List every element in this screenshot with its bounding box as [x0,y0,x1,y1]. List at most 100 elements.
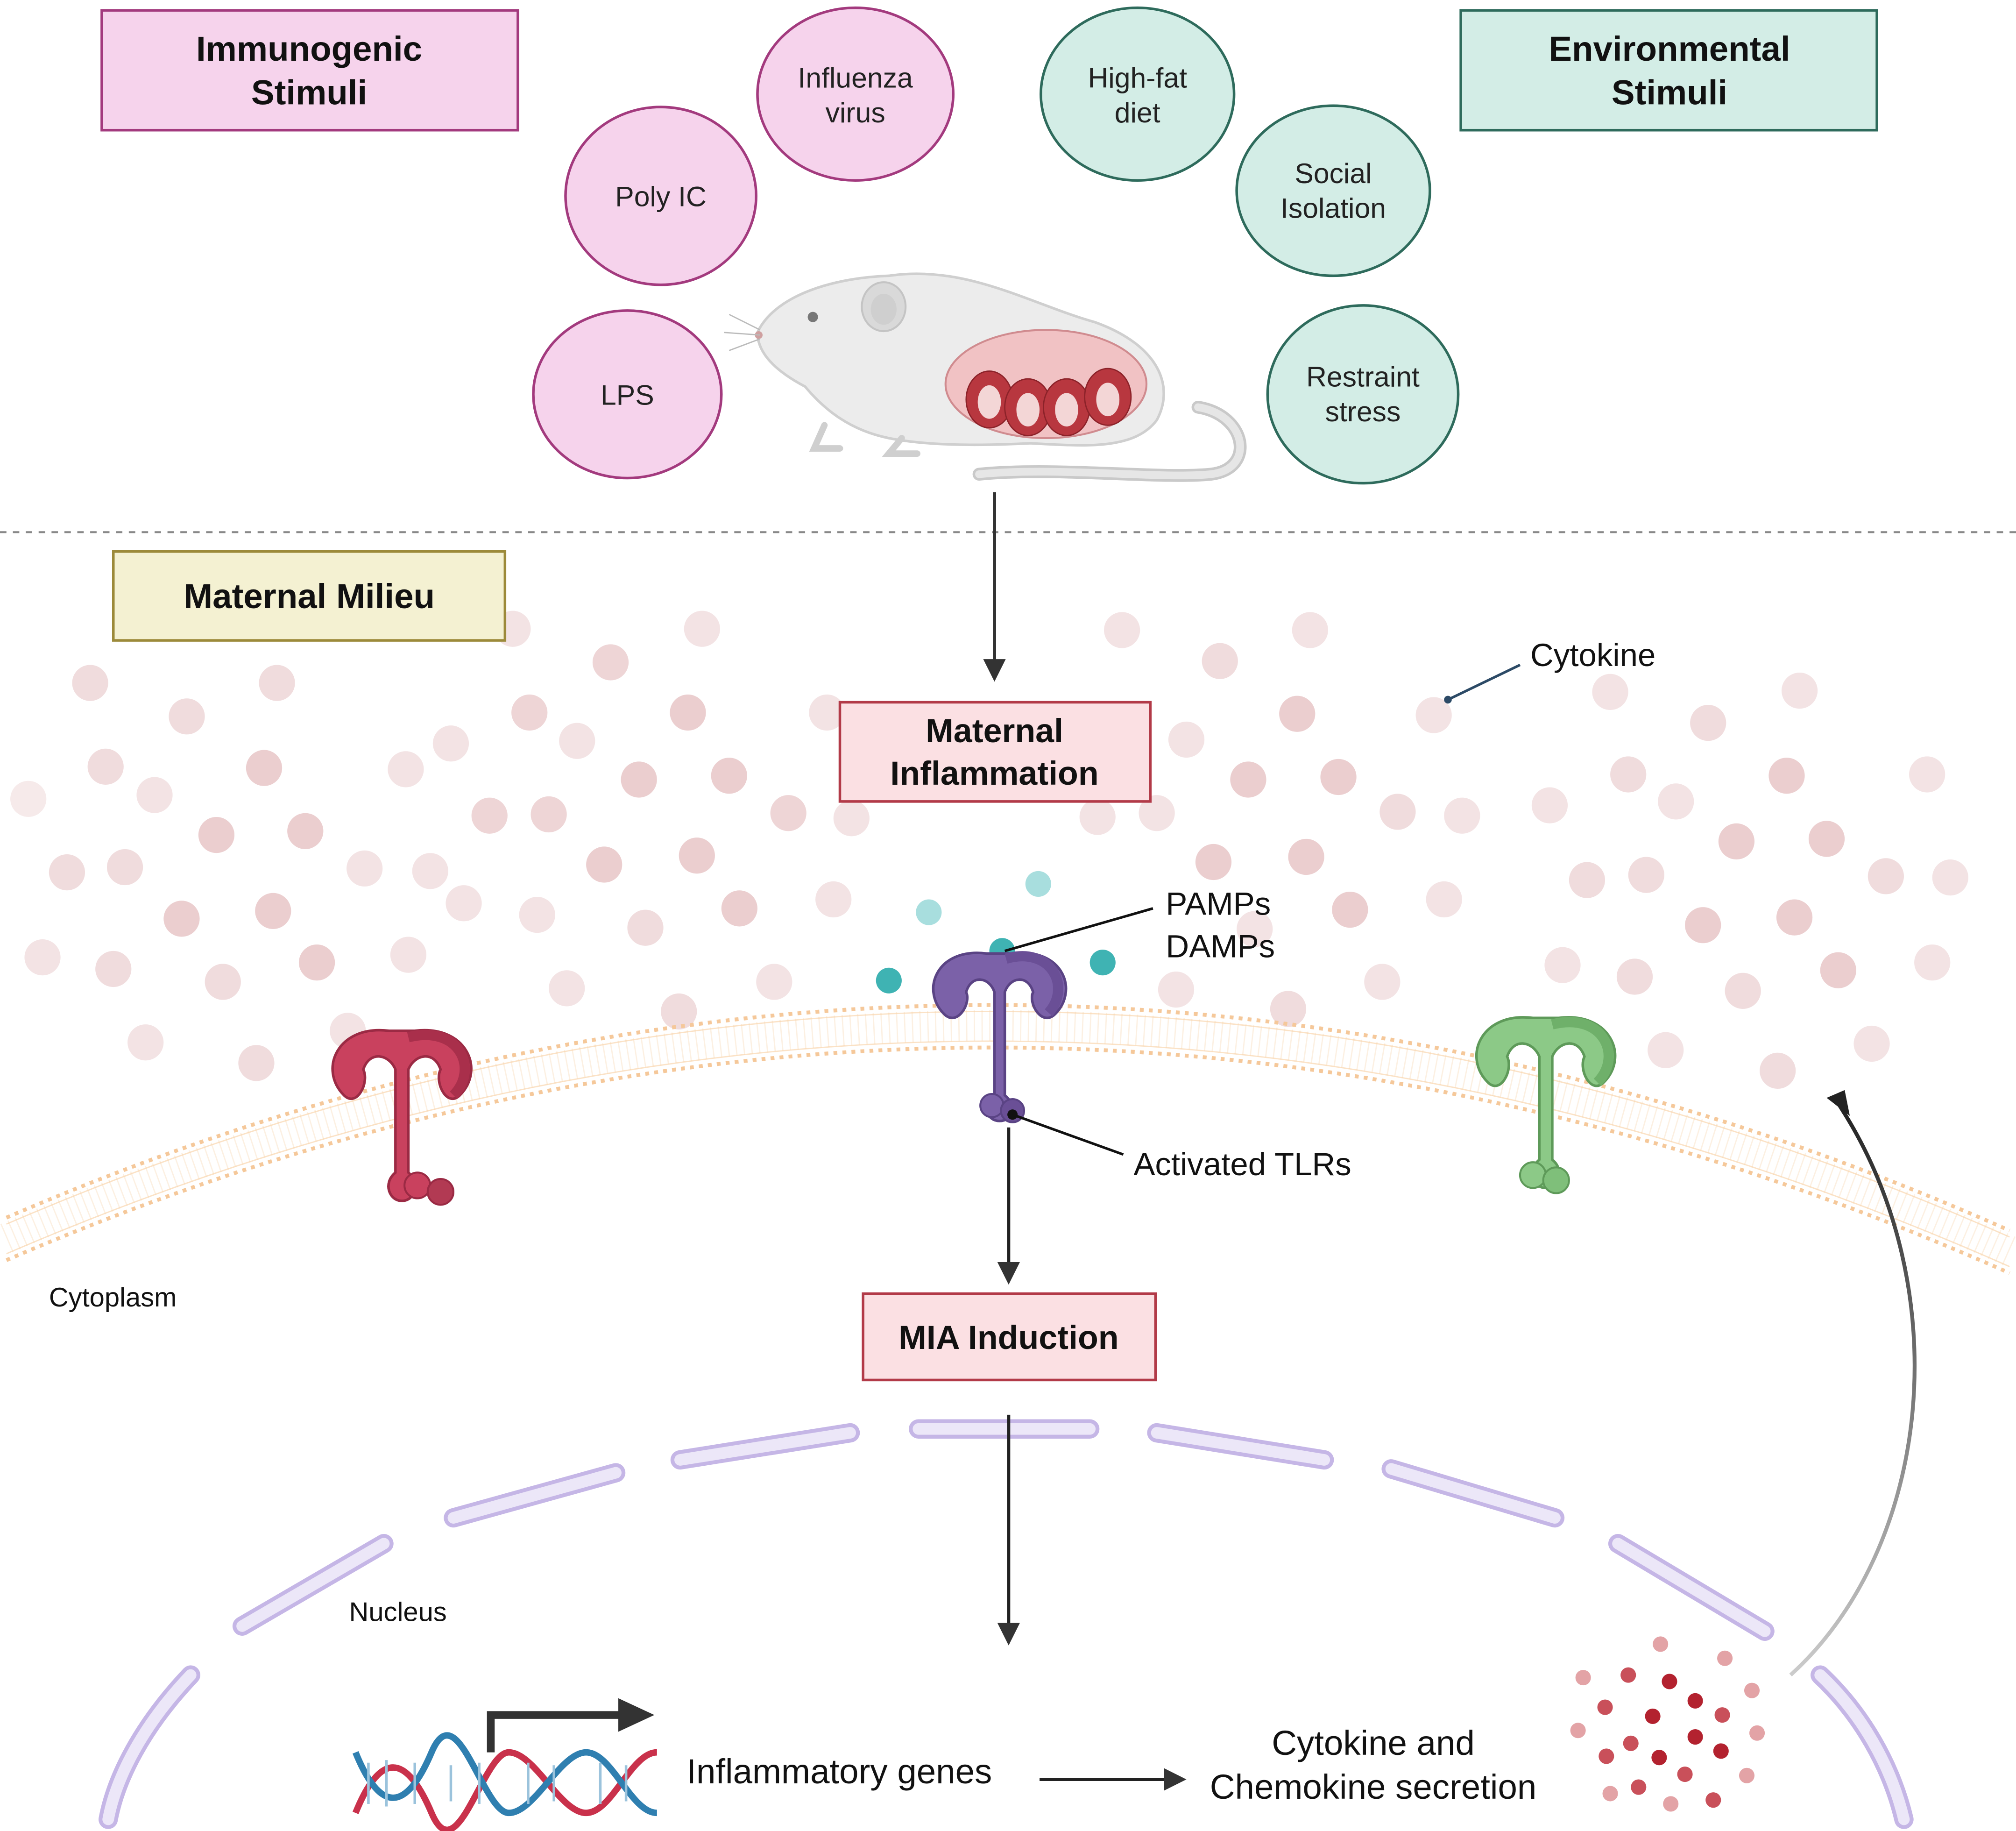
stimulus-restraint-line2: stress [1325,396,1401,427]
secreted-cytokine-particle [1705,1792,1721,1808]
cytokine-particle [1820,952,1856,988]
cytokine-particle [586,846,622,883]
cytokine-particle [238,1045,275,1081]
cytokine-particle [259,665,295,701]
cytokine-particle [1158,971,1195,1008]
cytokine-particle [1288,838,1324,875]
cytokine-particle [1531,787,1568,823]
cytokine-particle [388,751,424,788]
stimulus-high-fat-line1: High-fat [1088,62,1187,94]
cytokine-particle [1332,891,1368,928]
cytokine-particle [1768,758,1805,794]
secreted-cytokine-particle [1597,1699,1613,1715]
cytokine-particle [255,893,291,929]
secreted-cytokine-particle [1575,1670,1591,1686]
cytokine-particle [1168,721,1205,758]
cytokine-particle [1270,991,1307,1027]
cytokine-particle [1648,1032,1684,1068]
cytokine-particle [711,758,747,794]
cytokine-particle [756,964,792,1000]
cytokine-particle [10,781,47,817]
cell-membrane [0,1003,2016,1275]
secreted-cytokine-particle [1653,1636,1669,1652]
cytokine-particle [163,901,200,937]
cytokine-particle [661,993,697,1030]
cytokine-particle [679,837,715,874]
cytokine-particle [815,881,852,918]
secreted-cytokine-particle [1623,1735,1639,1751]
cytokine-particle [1867,858,1904,894]
cytokine-particle [531,796,567,833]
secreted-cytokine-particle [1717,1650,1733,1666]
cytokine-particle [1139,795,1175,831]
cytokine-particle [1616,958,1653,995]
cytokine-particle [136,777,173,813]
maternal-inflammation-line2: Inflammation [890,755,1098,792]
stimulus-lps: LPS [532,309,723,480]
cytokine-particle [49,854,85,891]
inflammatory-genes-label: Inflammatory genes [686,1752,992,1791]
damps-label: DAMPs [1166,929,1275,965]
secreted-cytokine-particle [1739,1767,1755,1783]
cytokine-particle [770,795,806,831]
activated-tlrs-label: Activated TLRs [1133,1146,1351,1182]
activated-tlrs-pointer [1012,1113,1124,1156]
cytokine-particle [1776,899,1813,936]
cytokine-particle [670,694,706,731]
pamps-label: PAMPs [1166,886,1271,922]
maternal-milieu-box: Maternal Milieu [112,550,507,642]
secreted-cytokine-particle [1662,1674,1677,1689]
cytokine-particle [684,610,720,647]
tlr-receptor-green [1475,1016,1617,1194]
pamps-pointer [1004,907,1153,952]
cytokine-particle [1909,756,1945,793]
secreted-cytokine-particle [1570,1723,1586,1739]
stimulus-social-line2: Isolation [1280,192,1386,224]
cytokine-particle [1426,881,1462,918]
cytokine-particle [1292,612,1328,648]
cytokine-particle [1914,944,1951,981]
stimulus-influenza-virus: Influenza virus [756,6,955,182]
cytokine-particle [809,694,845,731]
nuclear-envelope [99,1419,1914,1829]
cytokine-particle [246,750,283,786]
cytokine-particle [1379,794,1416,830]
cytokine-particle [169,698,205,735]
stimulus-influenza-line2: virus [826,97,885,128]
cytokine-particle [1079,799,1116,835]
secreted-cytokine-particle [1631,1779,1647,1795]
cytokine-particle [298,944,335,981]
cytokine-particle [627,909,664,946]
secreted-cytokine-particle [1599,1748,1614,1764]
cytokine-particle [592,644,629,681]
cytokine-particle [95,951,132,987]
secreted-cytokine-particle [1620,1667,1636,1683]
secreted-cytokine-particle [1677,1766,1693,1782]
pregnant-mouse-illustration [724,272,1247,482]
secretion-line2: Chemokine secretion [1210,1767,1537,1806]
secreted-cytokine-particle [1663,1796,1679,1812]
secreted-cytokines-cluster [1570,1636,1765,1812]
stimulus-influenza-line1: Influenza [798,62,913,94]
cytokine-particle [1237,911,1273,947]
cytokine-particle [1230,761,1266,798]
secreted-cytokine-particle [1651,1750,1667,1766]
cytokine-particle [72,665,108,701]
stimulus-social-isolation: Social Isolation [1235,104,1431,277]
cytokine-particle [833,800,870,837]
mia-induction-label: MIA Induction [898,1319,1118,1356]
cytokine-particle [1279,695,1316,732]
environmental-header-line1: Environmental [1549,29,1790,68]
transcription-start-arrow [487,1698,655,1753]
cytokine-callout: Cytokine [1444,637,1655,704]
environmental-header-line2: Stimuli [1612,73,1727,112]
cytokine-particles [10,610,1968,1089]
pamps-damps-particles [876,871,1116,994]
cytokine-particle [412,853,448,889]
cytokine-particle [127,1024,164,1061]
cytoplasm-label: Cytoplasm [49,1283,177,1313]
cytokine-particle [1364,964,1401,1000]
cytokine-particle [549,970,585,1007]
stimulus-restraint-stress: Restraint stress [1266,304,1460,485]
